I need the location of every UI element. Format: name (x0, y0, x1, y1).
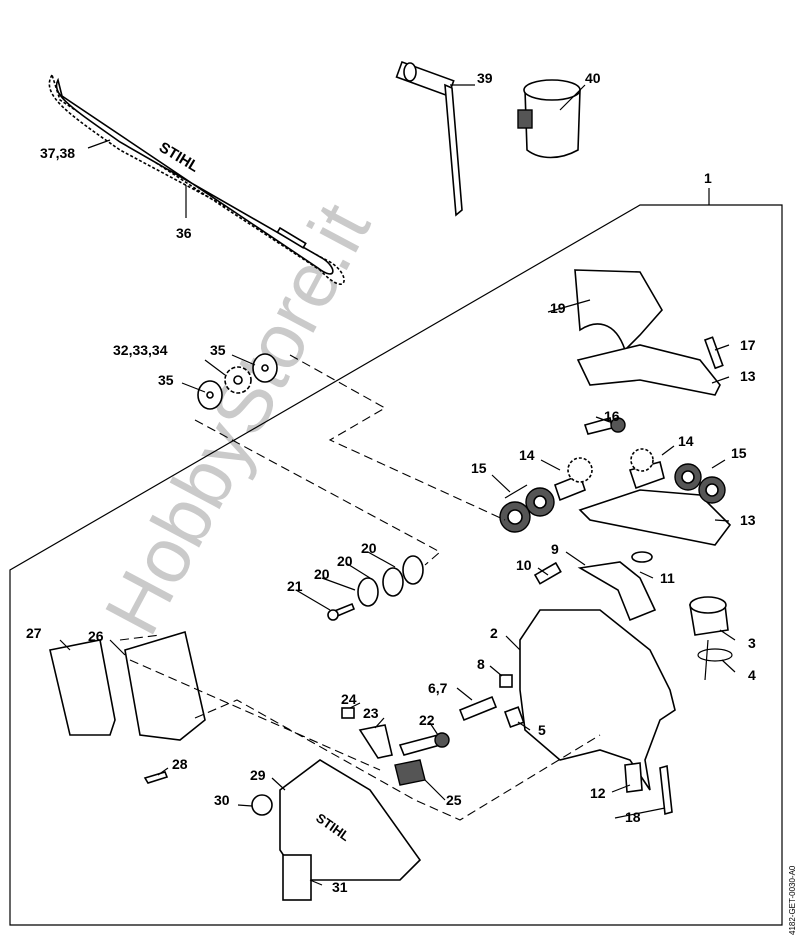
callout-9: 9 (551, 541, 559, 557)
callout-17: 17 (740, 337, 756, 353)
side-plate-27 (49, 639, 116, 736)
callout-14-left: 14 (519, 447, 535, 463)
callout-12: 12 (590, 785, 606, 801)
callout-36: 36 (176, 225, 192, 241)
dashed-guides (119, 354, 601, 821)
callout-35-upper: 35 (210, 342, 226, 358)
callout-6-7: 6,7 (428, 680, 448, 696)
callout-15-left: 15 (471, 460, 487, 476)
callout-28: 28 (172, 756, 188, 772)
callout-2: 2 (490, 625, 498, 641)
shafts-bearings (499, 416, 726, 533)
callout-31: 31 (332, 879, 348, 895)
callout-22: 22 (419, 712, 435, 728)
combination-wrench (395, 60, 463, 217)
callout-26: 26 (88, 628, 104, 644)
callout-27: 27 (26, 625, 42, 641)
assembly-frame (9, 204, 783, 926)
callout-24: 24 (341, 691, 357, 707)
callout-11: 11 (660, 570, 675, 586)
callout-16: 16 (604, 408, 620, 424)
callout-1: 1 (704, 170, 712, 186)
callout-20-c: 20 (314, 566, 330, 582)
oil-tank-cap (689, 596, 733, 681)
screw-17 (703, 336, 724, 370)
callout-25: 25 (446, 792, 462, 808)
leader-lines (59, 84, 736, 886)
callout-3: 3 (748, 635, 756, 651)
callout-35-lower: 35 (158, 372, 174, 388)
small-parts (143, 674, 673, 816)
callout-30: 30 (214, 792, 230, 808)
watermark: HobbyStore.it (87, 189, 387, 648)
cover-nut (251, 794, 273, 816)
callout-13-lower: 13 (740, 512, 756, 528)
callout-5: 5 (538, 722, 546, 738)
oil-pump (533, 551, 657, 622)
callout-14-right: 14 (678, 433, 694, 449)
callout-40: 40 (585, 70, 601, 86)
label-plate (282, 854, 312, 901)
callout-18: 18 (625, 809, 641, 825)
callout-20-a: 20 (361, 540, 377, 556)
sprocket-washers (197, 353, 278, 410)
drawing-code: 4182-GET-0030-A0 (788, 865, 797, 935)
gear-cover-19 (574, 269, 663, 352)
gear-housing-lower (578, 489, 732, 546)
callout-4: 4 (748, 667, 756, 683)
main-housing (519, 609, 676, 791)
washers-screw (327, 555, 424, 621)
grease-can (517, 79, 581, 159)
callout-37-38: 37,38 (40, 145, 75, 161)
callout-29: 29 (250, 767, 266, 783)
side-plate-26 (124, 630, 206, 741)
guide-bar-chain: STIHL (48, 73, 345, 285)
callout-13-upper: 13 (740, 368, 756, 384)
gear-housing-upper (576, 344, 721, 396)
callout-8: 8 (477, 656, 485, 672)
callout-19: 19 (550, 300, 566, 316)
callout-20-b: 20 (337, 553, 353, 569)
callout-15-right: 15 (731, 445, 747, 461)
callout-23: 23 (363, 705, 379, 721)
callout-32-33-34: 32,33,34 (113, 342, 168, 358)
callout-10: 10 (516, 557, 532, 573)
callout-39: 39 (477, 70, 493, 86)
callout-21: 21 (287, 578, 303, 594)
